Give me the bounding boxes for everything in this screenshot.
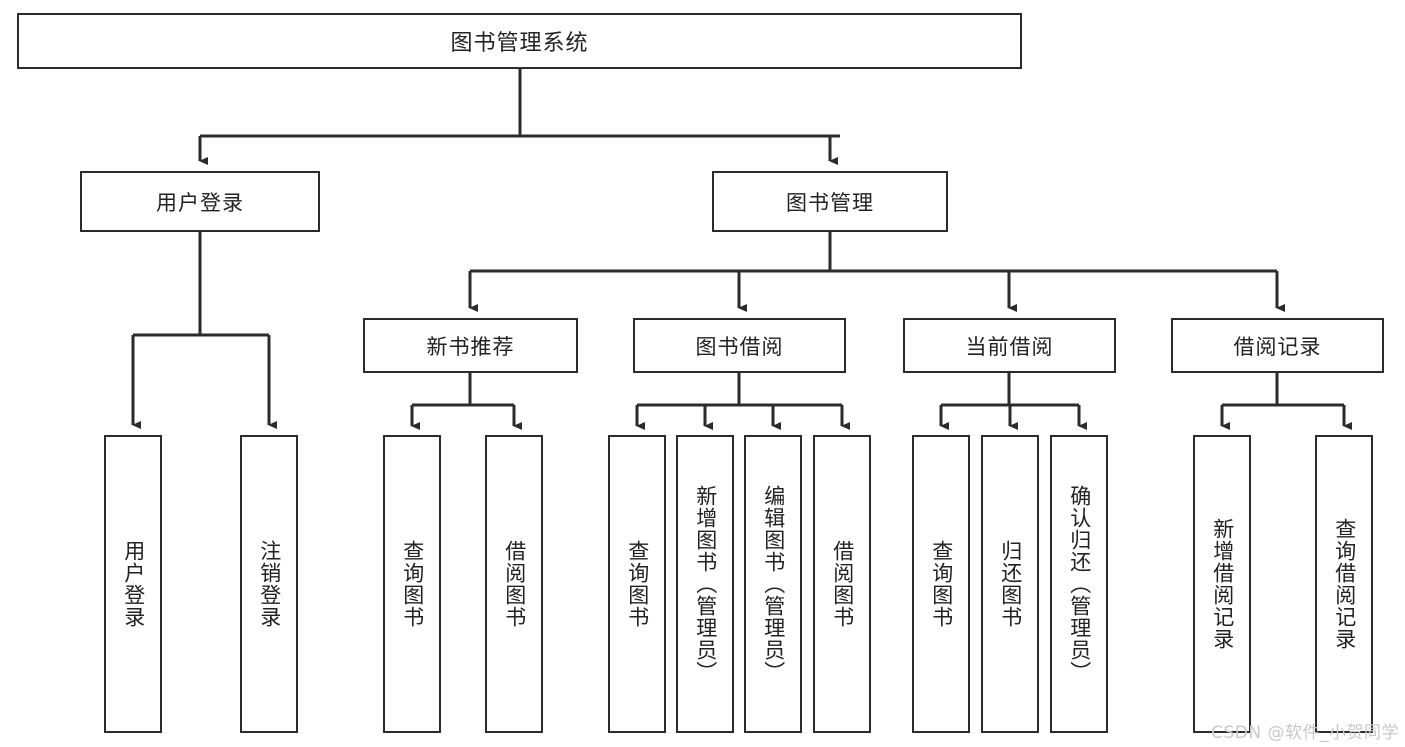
leaf-label: 借阅图书 (502, 540, 527, 628)
leaf-return-book[interactable]: 归还图书 (981, 435, 1039, 733)
leaf-label: 新增图书（管理员） (693, 485, 718, 683)
watermark: CSDN @软件_小贺同学 (1211, 723, 1399, 743)
leaf-label: 借阅图书 (830, 540, 855, 628)
leaf-label: 查询图书 (929, 540, 954, 628)
leaf-label: 编辑图书（管理员） (761, 485, 786, 683)
leaf-label: 归还图书 (998, 540, 1023, 628)
leaf-query-book[interactable]: 查询图书 (608, 435, 666, 733)
leaf-query-book-current[interactable]: 查询图书 (912, 435, 970, 733)
leaf-query-book-recommend[interactable]: 查询图书 (383, 435, 441, 733)
leaf-logout[interactable]: 注销登录 (240, 435, 298, 733)
leaf-label: 查询图书 (625, 540, 650, 628)
leaf-borrow-book-recommend[interactable]: 借阅图书 (485, 435, 543, 733)
leaf-label: 查询图书 (400, 540, 425, 628)
leaf-add-borrow-record[interactable]: 新增借阅记录 (1193, 435, 1251, 733)
node-book-management[interactable]: 图书管理 (712, 171, 948, 232)
leaf-add-book-admin[interactable]: 新增图书（管理员） (676, 435, 734, 733)
node-new-book-recommend[interactable]: 新书推荐 (363, 318, 578, 373)
leaf-label: 注销登录 (257, 540, 282, 628)
leaf-user-login[interactable]: 用户登录 (104, 435, 162, 733)
leaf-query-borrow-record[interactable]: 查询借阅记录 (1315, 435, 1373, 733)
node-book-borrow[interactable]: 图书借阅 (633, 318, 846, 373)
node-current-borrow[interactable]: 当前借阅 (903, 318, 1116, 373)
node-borrow-record[interactable]: 借阅记录 (1171, 318, 1384, 373)
node-root[interactable]: 图书管理系统 (17, 13, 1022, 69)
leaf-edit-book-admin[interactable]: 编辑图书（管理员） (744, 435, 802, 733)
leaf-label: 确认归还（管理员） (1067, 485, 1092, 683)
leaf-borrow-book[interactable]: 借阅图书 (813, 435, 871, 733)
node-user-login[interactable]: 用户登录 (80, 171, 320, 232)
leaf-label: 用户登录 (121, 540, 146, 628)
leaf-label: 新增借阅记录 (1210, 518, 1235, 650)
leaf-confirm-return-admin[interactable]: 确认归还（管理员） (1050, 435, 1108, 733)
leaf-label: 查询借阅记录 (1332, 518, 1357, 650)
